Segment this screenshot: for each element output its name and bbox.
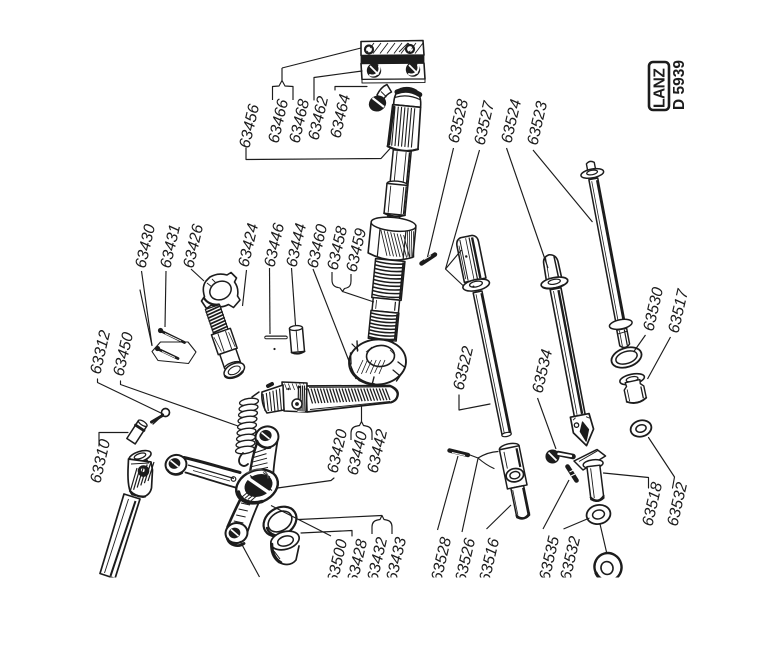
svg-text:LANZ: LANZ bbox=[652, 68, 669, 108]
svg-text:D 5939: D 5939 bbox=[671, 60, 688, 110]
